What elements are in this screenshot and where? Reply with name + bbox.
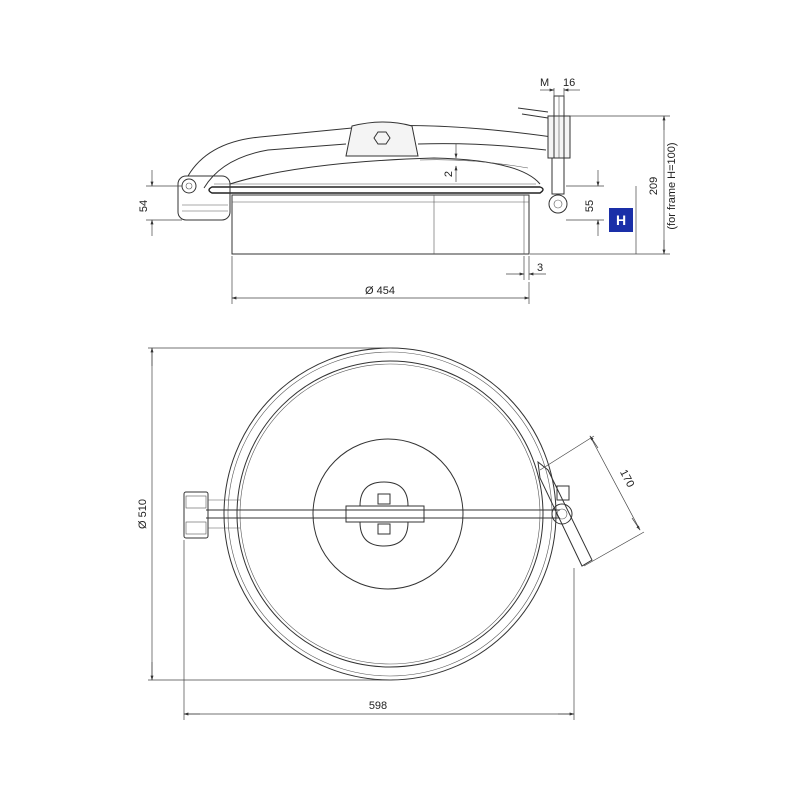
dim-m-label: M <box>540 77 549 89</box>
h-badge-label: H <box>616 212 626 228</box>
right-clamp <box>517 95 571 214</box>
dim-wall: 3 <box>537 262 543 274</box>
dim-55: 55 <box>584 200 596 212</box>
outer-rim <box>223 347 557 681</box>
top-hinge <box>183 491 240 539</box>
top-clamp-handle <box>537 460 593 567</box>
lid-rim <box>208 186 544 194</box>
dim-m-value: 16 <box>563 77 575 89</box>
dim-frame-note: (for frame H=100) <box>666 142 678 229</box>
dim-outer-diameter: Ø 510 <box>137 499 149 529</box>
dim-170: 170 <box>617 468 636 490</box>
top-view: 170 Ø 510 598 <box>137 347 645 720</box>
dim-598: 598 <box>369 700 387 712</box>
center-hub <box>345 121 419 157</box>
center-plate <box>345 505 425 523</box>
h-badge <box>609 208 633 232</box>
cylinder-body <box>231 194 530 255</box>
center-dome <box>312 438 464 590</box>
side-view: M 16 2 54 55 H 209 (for frame H=100) <box>138 77 678 304</box>
dim-inner-diameter: Ø 454 <box>365 285 395 297</box>
dim-gap: 2 <box>443 171 455 177</box>
dim-209: 209 <box>648 177 660 195</box>
hub-nut <box>373 131 391 145</box>
domed-lid <box>229 157 541 185</box>
left-hinge <box>177 175 231 221</box>
lid-circle <box>236 360 544 668</box>
dim-54: 54 <box>138 200 150 212</box>
